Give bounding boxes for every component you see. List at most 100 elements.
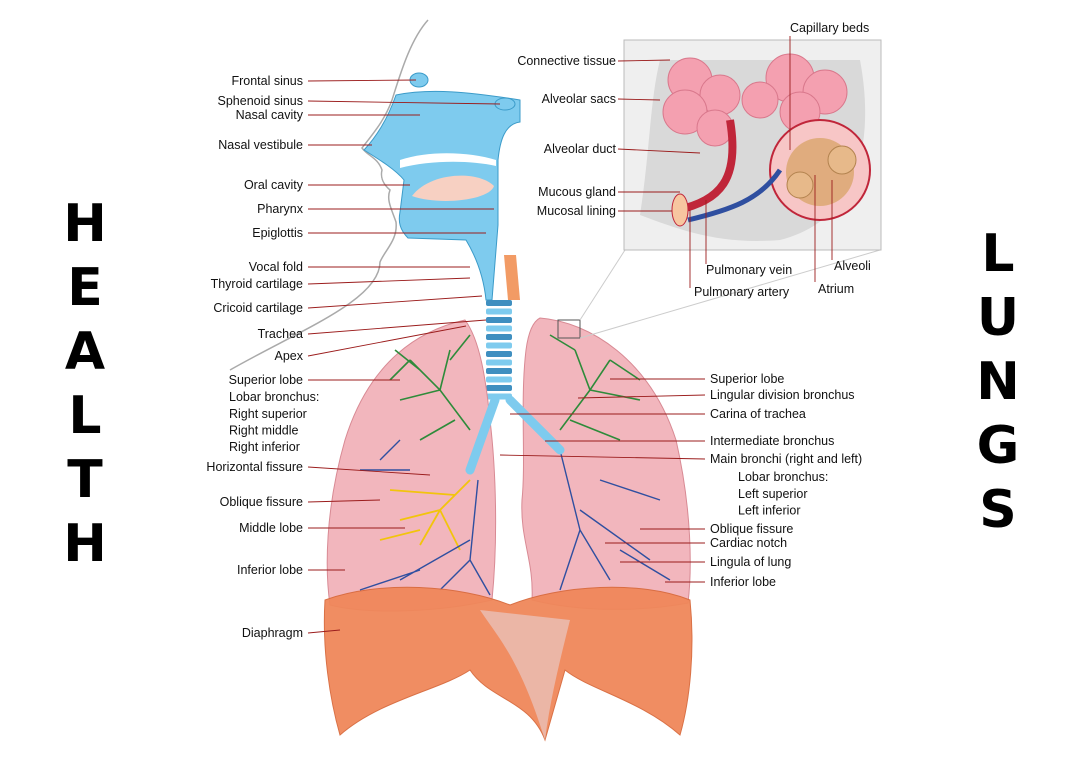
leader-line [307,325,467,357]
lungs-letter: L [981,224,1015,284]
inset-label: Alveoli [834,259,871,273]
label-left: Oral cavity [244,178,304,192]
lobar-bronchus-right-item: Left superior [738,487,807,501]
label-right: Lingular division bronchus [710,388,855,402]
trachea-ring [486,351,512,357]
bronchiole-section [671,193,689,227]
palate-shape [400,153,496,168]
label-left: Sphenoid sinus [218,94,303,108]
inset-label: Pulmonary vein [706,263,792,277]
leader-lines [307,36,833,634]
inset-label: Alveolar sacs [542,92,616,106]
trachea-ring [486,376,512,383]
trachea-ring [486,368,512,374]
leader-line [577,394,706,399]
leader-line [617,148,701,154]
inset-label: Pulmonary artery [694,285,790,299]
label-right: Oblique fissure [710,522,793,536]
leader-line [617,98,661,101]
label-left: Superior lobe [229,373,303,387]
health-letter: H [63,194,107,254]
trachea-rings [486,300,512,400]
zoom-projection-lines [579,249,881,339]
right-middle-bronchus-tree [379,479,471,551]
head-outline [229,19,429,371]
trachea-ring [486,334,512,340]
lungs-letter: G [976,416,1020,476]
leader-line [307,277,471,285]
inset-label: Capillary beds [790,21,869,35]
lungs-letter: S [979,480,1017,540]
label-left: Trachea [258,327,303,341]
label-left: Nasal vestibule [218,138,303,152]
leader-line [307,319,487,335]
leader-line [617,59,671,62]
mediastinum-shadow [480,610,570,740]
label-right: Lingula of lung [710,555,791,569]
label-left: Epiglottis [252,226,303,240]
label-right: Intermediate bronchus [710,434,834,448]
label-left: Diaphragm [242,626,303,640]
lungs-letter: N [976,352,1020,412]
leader-line [307,79,417,82]
inset-label: Mucosal lining [537,204,616,218]
label-right: Superior lobe [710,372,784,386]
main-bronchi [465,395,565,475]
left-superior-bronchus-tree [549,334,641,441]
inset-label: Mucous gland [538,185,616,199]
label-left: Frontal sinus [231,74,303,88]
trachea-ring [486,385,512,391]
leader-line [307,295,483,309]
magnified-region-marker [557,319,581,339]
label-left: Nasal cavity [236,108,304,122]
right-inferior-bronchus-tree [359,439,491,596]
trachea-ring [486,308,512,315]
pulmonary-artery-vessel [677,119,737,214]
tongue-shape [412,175,494,201]
leader-line [307,466,431,476]
leader-line [307,499,381,503]
lobar-bronchus-right-title: Lobar bronchus: [738,470,828,484]
esophagus-shape [504,255,520,300]
health-letter: L [68,386,102,446]
inset-label: Connective tissue [517,54,616,68]
lungs-letter: U [976,288,1020,348]
label-left: Middle lobe [239,521,303,535]
label-right: Inferior lobe [710,575,776,589]
label-right: Main bronchi (right and left) [710,452,862,466]
label-left: Thyroid cartilage [211,277,303,291]
label-left: Cricoid cartilage [213,301,303,315]
label-left: Pharynx [257,202,304,216]
lobar-bronchus-right-item: Left inferior [738,504,801,518]
health-letter: A [64,322,106,382]
health-letter: H [63,514,107,574]
right-superior-bronchus-tree [389,334,471,441]
alveoli-cluster-detail [769,119,871,221]
trachea-ring [486,325,512,332]
diaphragm-shape [323,586,693,742]
leader-line [307,100,501,105]
health-letter: T [67,450,103,510]
lobar-bronchus-left-item: Right superior [229,407,307,421]
lobar-bronchus-left-title: Lobar bronchus: [229,390,319,404]
health-letter: E [67,258,103,318]
trachea-ring [486,317,512,323]
pulmonary-vein-vessel [687,168,783,223]
lobar-bronchus-left-item: Right middle [229,424,299,438]
left-lung-shape [521,317,691,610]
label-left: Vocal fold [249,260,303,274]
leader-line [499,454,706,460]
trachea-ring [486,300,512,306]
label-left: Horizontal fissure [206,460,303,474]
label-left: Inferior lobe [237,563,303,577]
label-right: Carina of trachea [710,407,806,421]
inset-label: Atrium [818,282,854,296]
trachea-ring [486,359,512,366]
lobar-bronchus-left-item: Right inferior [229,440,300,454]
label-left: Apex [275,349,304,363]
left-inferior-bronchus-tree [559,449,671,591]
trachea-ring [486,342,512,349]
leader-line [307,629,341,634]
